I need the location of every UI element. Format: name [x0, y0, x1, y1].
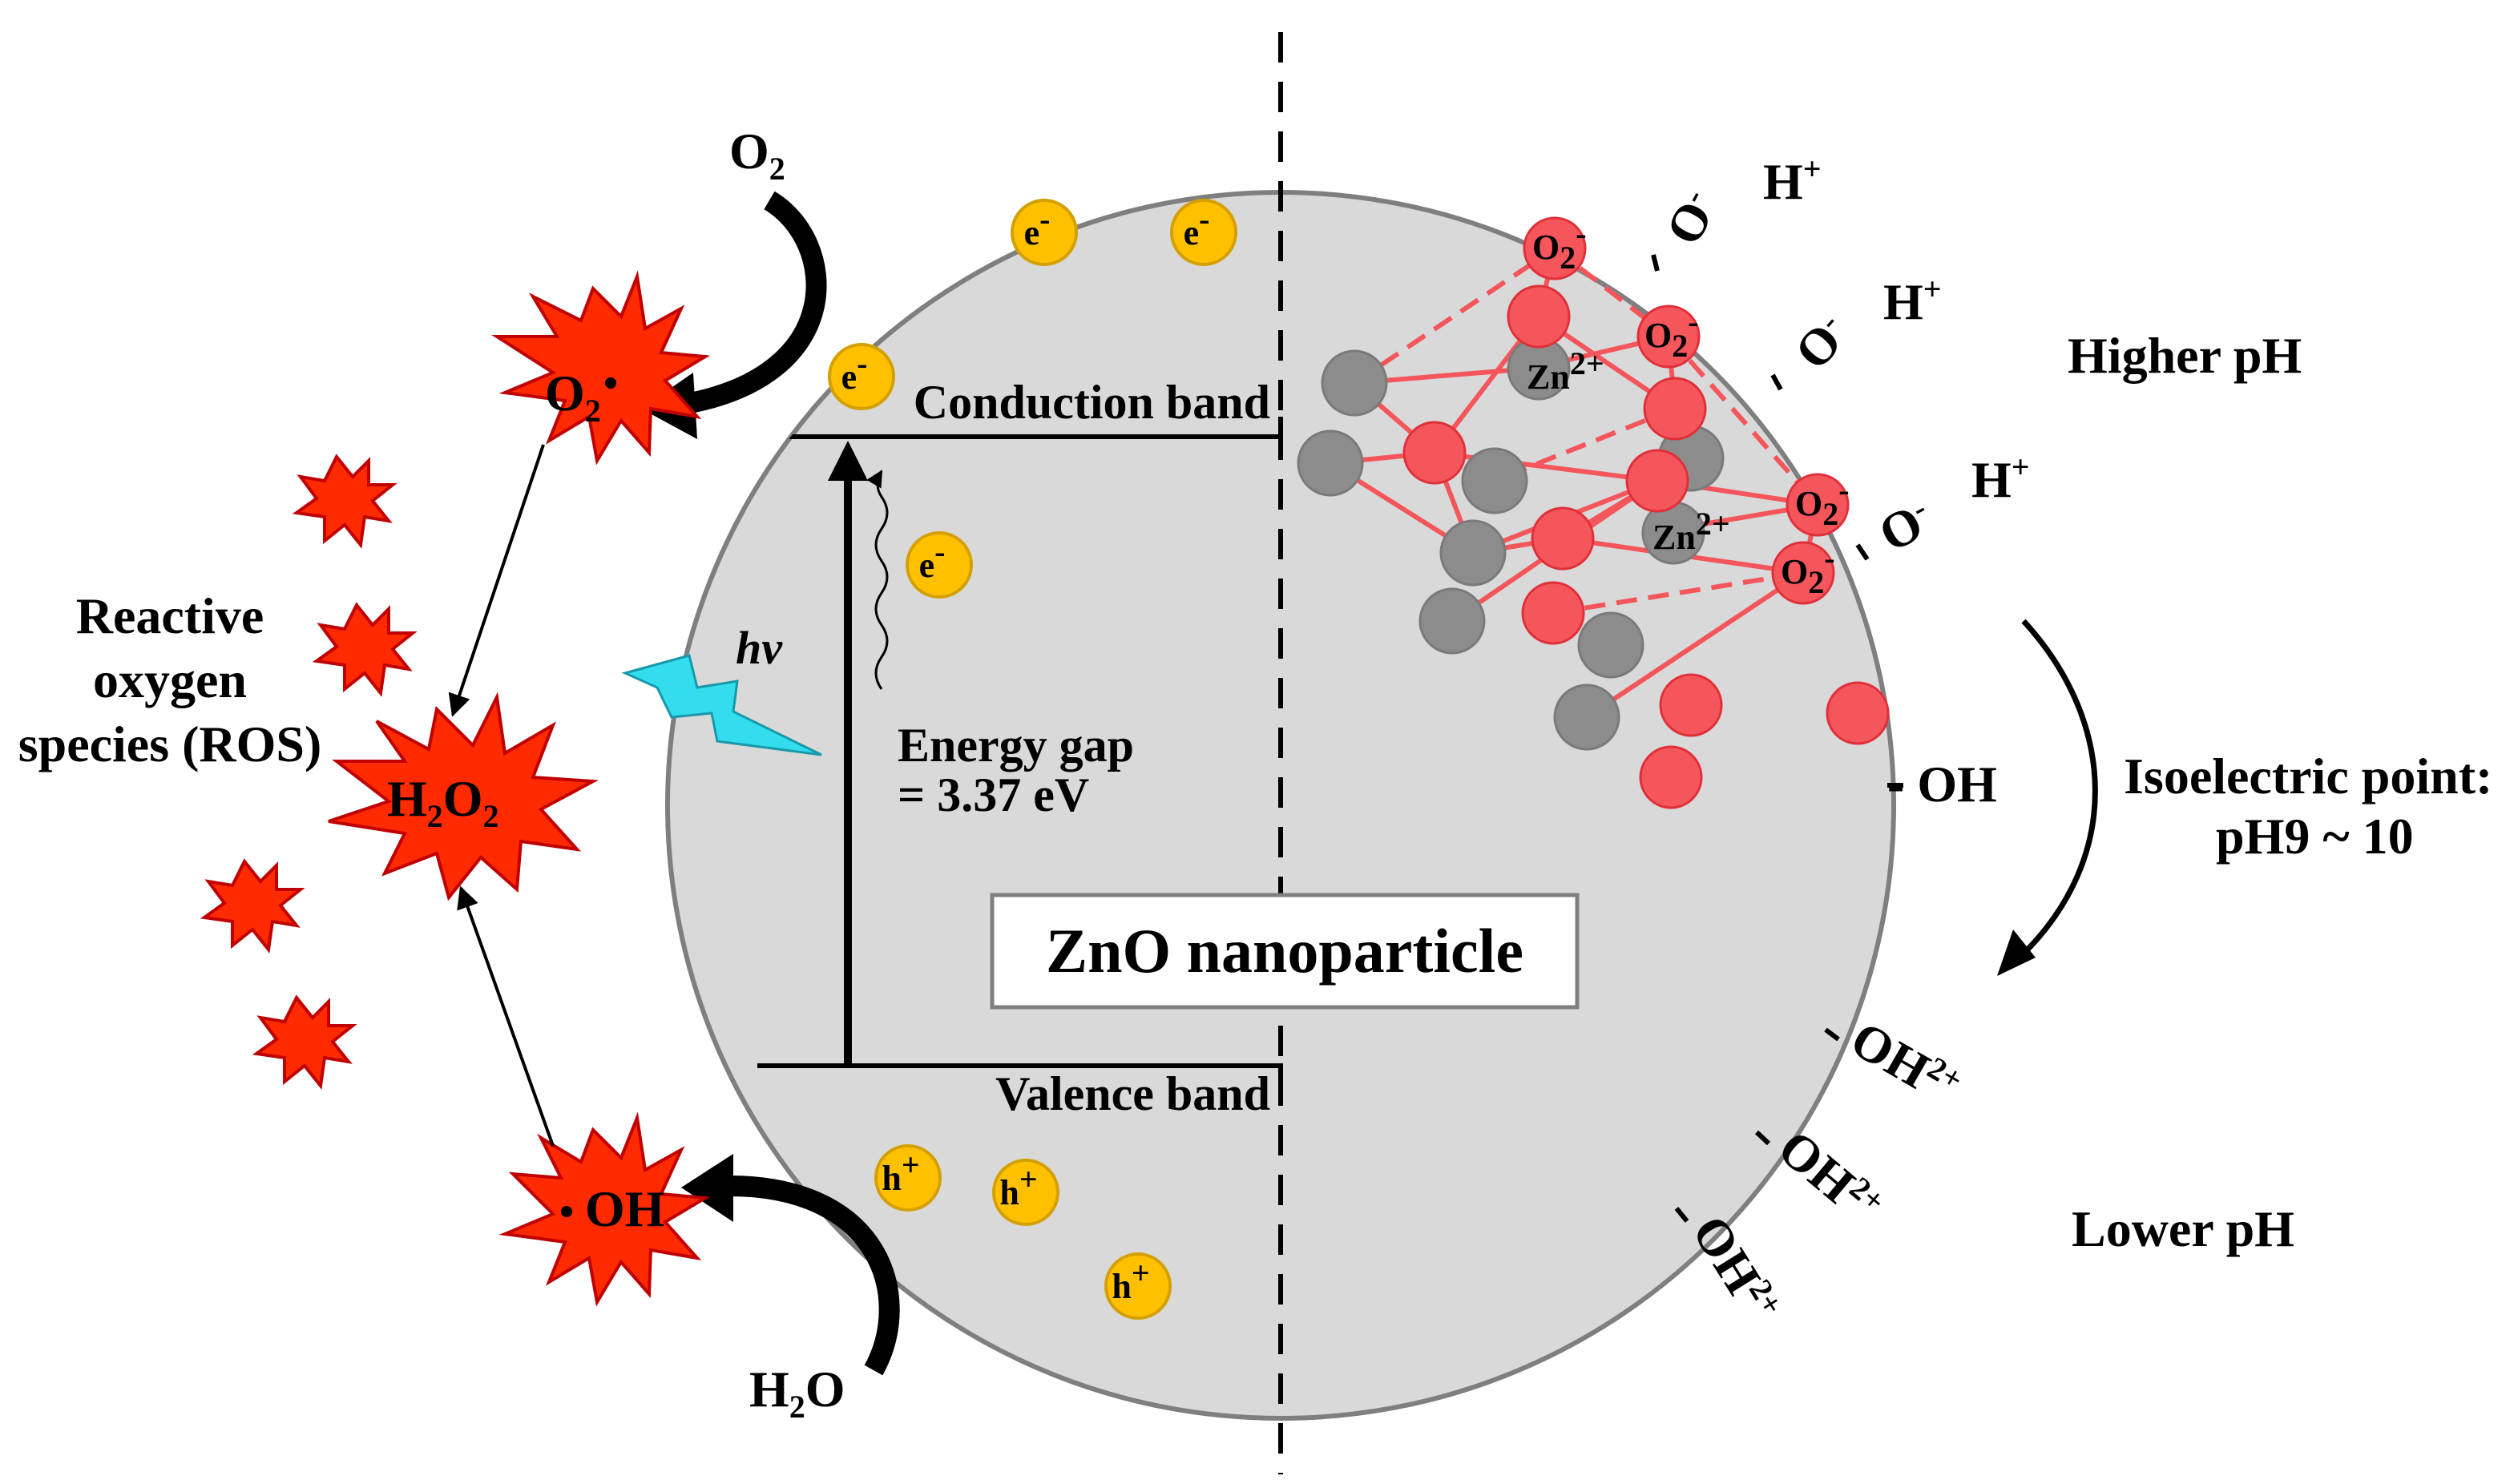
superoxide-to-peroxide-arrow: [448, 444, 545, 717]
svg-text:OH: OH: [585, 1180, 665, 1237]
hydrogen-peroxide-burst: H2O2: [328, 692, 599, 901]
ros-label-3: species (ROS): [18, 716, 322, 772]
title-box: [990, 893, 1580, 1010]
svg-text:e-: e-: [1024, 201, 1051, 252]
small-ros-burst: [292, 454, 397, 549]
svg-text:O2-: O2-: [1781, 540, 1835, 600]
svg-text:Zn2+: Zn2+: [1652, 506, 1730, 557]
surface-oh: - OH: [1887, 756, 1997, 813]
electron: e-: [906, 531, 973, 599]
surface-h-plus: H+: [1763, 151, 1822, 210]
svg-text:h+: h+: [1112, 1255, 1149, 1306]
surface-h-plus: H+: [1971, 449, 2030, 508]
surface-o-minus: O-: [1784, 304, 1860, 381]
svg-text:O2-: O2-: [1532, 216, 1587, 276]
zno-crystal-lattice: O2- O2- O2- O2- Zn2+ Zn2+: [1297, 216, 1890, 809]
electron: e-: [1170, 199, 1237, 266]
water-oxidation-arrowhead: [681, 1154, 733, 1222]
svg-text:e-: e-: [841, 345, 868, 397]
higher-ph-label: Higher pH: [2068, 327, 2302, 384]
relaxation-wavy-arrow: [866, 470, 889, 690]
svg-text:h+: h+: [999, 1161, 1037, 1212]
conduction-band-label: Conduction band: [914, 376, 1270, 429]
hole: h+: [992, 1159, 1059, 1226]
hydroxyl-radical-burst: OH: [498, 1111, 711, 1307]
ros-label-1: Reactive: [76, 587, 264, 644]
svg-text:Zn2+: Zn2+: [1527, 345, 1604, 397]
oxygen-reduction-arrow: [679, 191, 827, 415]
energy-gap-label-2: = 3.37 eV: [898, 768, 1089, 821]
valence-band-label: Valence band: [995, 1067, 1270, 1120]
svg-text:e-: e-: [1184, 201, 1210, 252]
svg-text:O2: O2: [545, 365, 601, 429]
small-ros-burst: [200, 858, 305, 954]
svg-text:H2O2: H2O2: [387, 770, 499, 834]
svg-text:e-: e-: [919, 534, 946, 585]
superoxide-burst: O2: [491, 270, 711, 466]
ros-label-2: oxygen: [93, 651, 247, 708]
hole: h+: [874, 1144, 942, 1212]
surface-h-plus: H+: [1883, 271, 1942, 330]
svg-text:O-: O-: [1870, 489, 1941, 563]
hydroxyl-to-peroxide-arrow: [457, 885, 555, 1147]
ph-shift-arrowhead: [1997, 930, 2036, 976]
lower-ph-label: Lower pH: [2072, 1200, 2294, 1257]
isoelectric-label-2: pH9 ~ 10: [2216, 808, 2414, 865]
ph-shift-arrow: [2017, 619, 2098, 960]
electron: e-: [828, 343, 895, 410]
svg-text:h+: h+: [882, 1147, 919, 1198]
surface-o-minus: O-: [1655, 183, 1729, 254]
surface-oh2-plus: OH2+: [1842, 1010, 1969, 1117]
svg-text:OH2+: OH2+: [1842, 1010, 1969, 1117]
hole: h+: [1104, 1252, 1172, 1320]
particle-title: ZnO nanoparticle: [1046, 916, 1523, 986]
electron: e-: [1011, 199, 1078, 266]
photon-lightning-icon: [621, 654, 822, 756]
svg-text:O2-: O2-: [1644, 304, 1699, 364]
water-label: H2O: [749, 1361, 845, 1425]
svg-text:O2-: O2-: [1795, 472, 1850, 532]
isoelectric-label-1: Isoelectric point:: [2124, 748, 2492, 805]
small-ros-burst: [312, 602, 418, 697]
oxygen-molecule-label: O2: [729, 123, 785, 187]
photon-label: hv: [736, 622, 783, 674]
small-ros-burst: [252, 994, 357, 1090]
energy-gap-label-1: Energy gap: [898, 719, 1134, 772]
water-oxidation-arrow: [728, 1176, 900, 1376]
surface-tick-marks: [1651, 254, 1903, 1223]
surface-o-minus: O-: [1870, 489, 1941, 563]
svg-text:O-: O-: [1655, 183, 1729, 254]
svg-text:O-: O-: [1784, 304, 1860, 380]
